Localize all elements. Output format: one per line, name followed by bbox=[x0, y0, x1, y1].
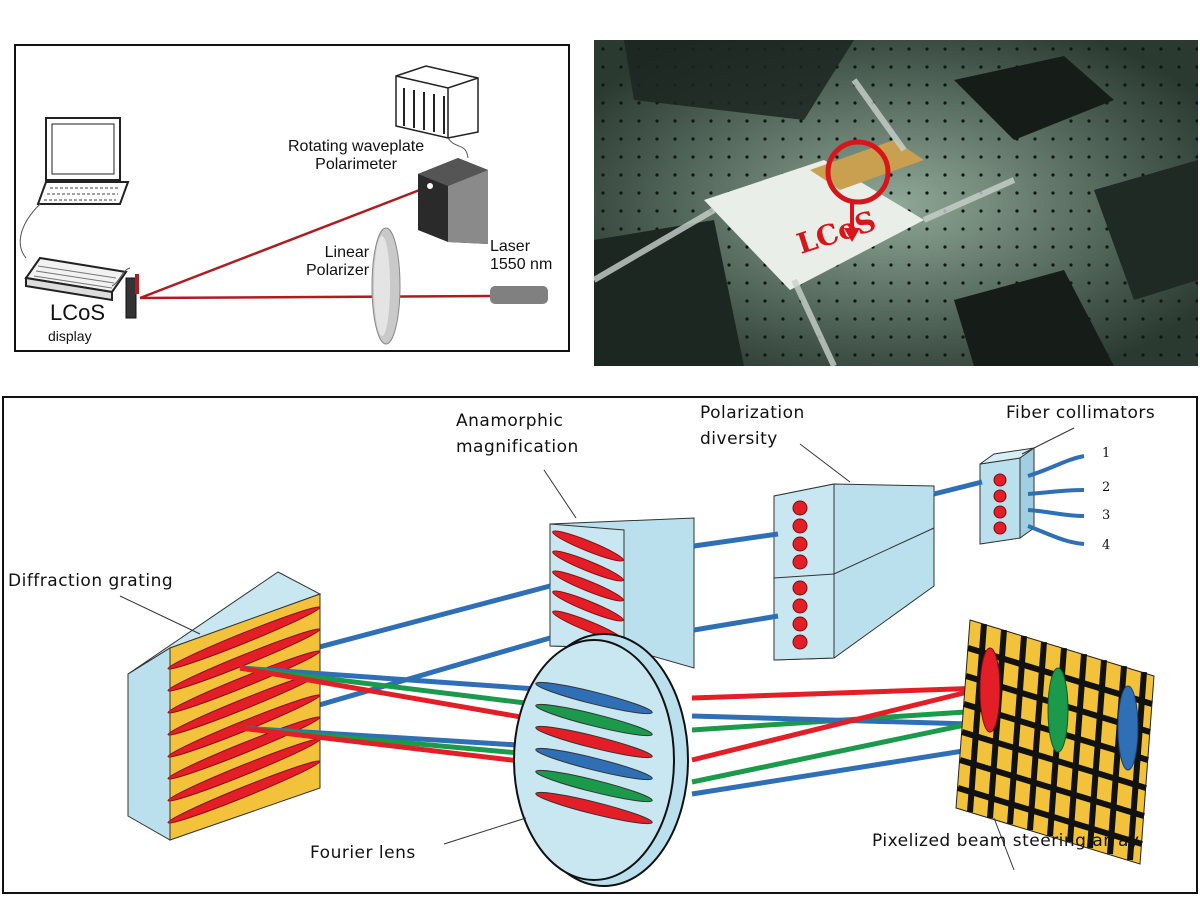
fiber-collimator-leader bbox=[1021, 427, 1075, 455]
lcos-label: LCoS bbox=[50, 300, 106, 325]
display-label: display bbox=[48, 328, 92, 344]
flex-cable bbox=[810, 140, 924, 190]
anamorphic-label-line1: Anamorphic bbox=[456, 411, 564, 431]
setup-diagram-panel: Rotating waveplate Polarimeter Linear Po… bbox=[14, 44, 570, 352]
post-mount-bottom bbox=[954, 270, 1114, 366]
diffraction-grating-label: Diffraction grating bbox=[8, 571, 174, 591]
lcos-highlight-circle bbox=[825, 139, 891, 205]
lcos-callout-arrowhead bbox=[844, 228, 860, 242]
port-label-3: 3 bbox=[1102, 508, 1111, 523]
lcos-photo-drawing bbox=[594, 40, 1198, 366]
anamorphic-prism bbox=[549, 517, 695, 669]
polarizer-label-line1: Linear bbox=[324, 244, 370, 261]
setup-diagram-drawing bbox=[19, 65, 548, 345]
polarization-label-line2: diversity bbox=[700, 429, 778, 449]
polarization-label: Polarization diversity bbox=[700, 400, 805, 452]
post-mount-right bbox=[1094, 160, 1198, 300]
laptop-icon bbox=[36, 117, 130, 205]
mount-shadow bbox=[624, 40, 854, 120]
polarimeter-label: Rotating waveplate Polarimeter bbox=[288, 138, 424, 174]
port-label-1: 1 bbox=[1102, 446, 1111, 461]
port-label-2: 2 bbox=[1102, 480, 1111, 495]
polarimeter-icon bbox=[418, 158, 488, 244]
polarimeter-label-line1: Rotating waveplate bbox=[288, 138, 425, 155]
fiber-collimators-label: Fiber collimators bbox=[1006, 403, 1156, 423]
wss-schematic-drawing bbox=[119, 427, 1155, 887]
anamorphic-leader bbox=[543, 469, 577, 519]
polarization-label-line1: Polarization bbox=[700, 403, 805, 423]
port-label-4: 4 bbox=[1102, 538, 1111, 553]
polarizer-label-line2: Polarizer bbox=[306, 262, 370, 279]
lcos-driver-box-icon bbox=[24, 256, 128, 302]
linear-polarizer-icon bbox=[371, 227, 401, 345]
laser-beam-to-lcos bbox=[139, 294, 495, 300]
anamorphic-label-line2: magnification bbox=[456, 437, 579, 457]
laser-label-line2: 1550 nm bbox=[490, 256, 553, 273]
diffraction-grating bbox=[127, 571, 322, 841]
mount-rods bbox=[594, 78, 1016, 366]
polarization-leader bbox=[799, 443, 851, 483]
lcos-display-icon bbox=[125, 274, 139, 319]
fourier-lens-leader bbox=[443, 817, 527, 845]
fiber-collimator-block bbox=[979, 447, 1035, 545]
output-fibers bbox=[1027, 454, 1085, 546]
anamorphic-label: Anamorphic magnification bbox=[456, 408, 579, 460]
pixelized-steering-array bbox=[955, 619, 1155, 865]
reflected-beam-to-polarimeter bbox=[139, 184, 431, 300]
polarizer-label: Linear Polarizer bbox=[306, 244, 369, 280]
laser-label: Laser 1550 nm bbox=[490, 238, 552, 274]
driver-board bbox=[954, 56, 1114, 140]
polarimeter-label-line2: Polarimeter bbox=[315, 156, 397, 173]
fourier-lens-label: Fourier lens bbox=[310, 843, 416, 863]
grating-leader bbox=[119, 595, 201, 635]
instrument-rack-icon bbox=[395, 65, 479, 139]
steering-array-leader bbox=[993, 817, 1015, 871]
laser-source-icon bbox=[490, 286, 548, 304]
polarization-diversity-block bbox=[773, 483, 935, 661]
lcos-board bbox=[704, 160, 924, 290]
fourier-lens bbox=[513, 633, 689, 887]
pixelized-array-label: Pixelized beam steering array bbox=[872, 831, 1140, 851]
lcos-photo-panel: LCoS bbox=[594, 40, 1198, 366]
laser-label-line1: Laser bbox=[490, 238, 531, 255]
wss-schematic-panel: Anamorphic magnification Polarization di… bbox=[2, 396, 1198, 894]
